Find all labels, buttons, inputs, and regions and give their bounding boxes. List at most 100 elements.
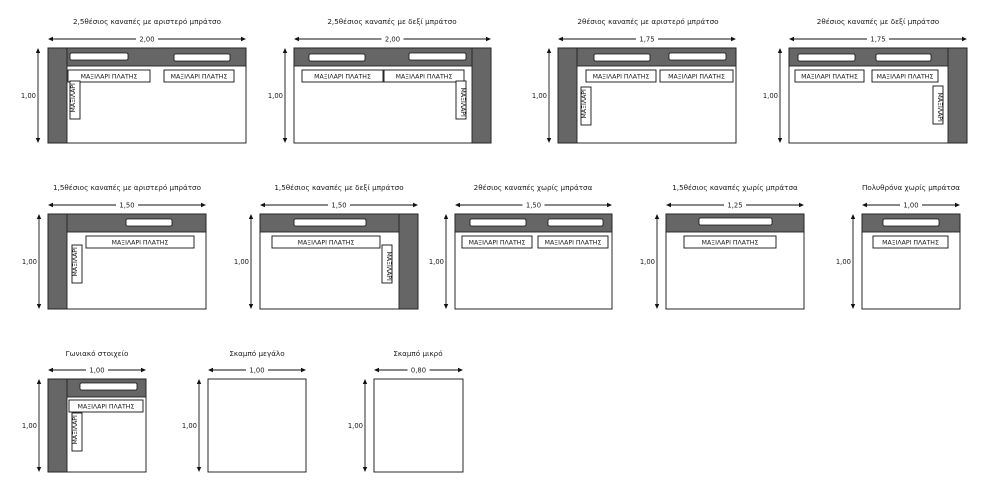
module-title: 2,5θέσιος καναπές με δεξί μπράτσο bbox=[327, 17, 456, 26]
back-cushion-label: ΜΑΞΙΛΑΡΙ ΠΛΑΤΗΣ bbox=[112, 239, 169, 246]
arrowhead bbox=[282, 48, 288, 53]
arrowhead bbox=[248, 304, 254, 309]
arrowhead bbox=[850, 304, 856, 309]
back-cushion-label: ΜΑΞΙΛΑΡΙ ΠΛΑΤΗΣ bbox=[702, 239, 759, 246]
label-background bbox=[867, 35, 889, 43]
back-cushion bbox=[301, 69, 384, 83]
arrowhead bbox=[362, 379, 368, 384]
arrowhead bbox=[260, 202, 265, 208]
module-title: 2θέσιος καναπές με αριστερό μπράτσο bbox=[577, 17, 718, 26]
module-p7: 2θέσιος καναπές χωρίς μπράτσα1,501,00ΜΑΞ… bbox=[429, 183, 613, 310]
arrowhead bbox=[141, 367, 146, 373]
side-cushion bbox=[580, 86, 592, 126]
width-label: 2,00 bbox=[385, 35, 400, 43]
module-p6: 1,5θέσιος καναπές με δεξί μπράτσο1,501,0… bbox=[234, 183, 419, 310]
arrowhead bbox=[36, 467, 42, 472]
back-cushion-label: ΜΑΞΙΛΑΡΙ ΠΛΑΤΗΣ bbox=[314, 73, 371, 80]
back-cushion bbox=[683, 235, 777, 249]
arrowhead bbox=[546, 48, 552, 53]
back-cushion bbox=[383, 69, 465, 83]
arrowhead bbox=[294, 36, 299, 42]
back-cushion bbox=[85, 235, 195, 249]
back-cushion bbox=[871, 69, 939, 83]
label-background bbox=[636, 35, 658, 43]
side-cushion bbox=[71, 412, 83, 452]
arrowhead bbox=[48, 367, 53, 373]
module-title: 2θέσιος καναπές χωρίς μπράτσα bbox=[474, 183, 593, 192]
backrest-bar bbox=[593, 53, 651, 62]
height-label: 1,00 bbox=[836, 258, 851, 266]
module-title: 2,5θέσιος καναπές με αριστερό μπράτσο bbox=[73, 17, 221, 26]
backrest-bar bbox=[797, 53, 856, 62]
arrowhead bbox=[850, 214, 856, 219]
arrowhead bbox=[248, 214, 254, 219]
label-background bbox=[407, 366, 430, 374]
back-cushion bbox=[872, 235, 949, 249]
backrest-bar bbox=[408, 52, 467, 61]
backrest-bar bbox=[469, 218, 527, 227]
module-p4: 2θέσιος καναπές με δεξί μπράτσο1,751,00Μ… bbox=[763, 17, 968, 144]
backrest-bar bbox=[668, 52, 727, 61]
arrowhead bbox=[362, 467, 368, 472]
backrest-bar bbox=[308, 53, 366, 62]
side-cushion bbox=[932, 85, 944, 125]
arrowhead bbox=[455, 202, 460, 208]
width-label: 1,25 bbox=[727, 201, 742, 209]
width-label: 2,00 bbox=[139, 35, 154, 43]
arrowhead bbox=[789, 36, 794, 42]
side-cushion-label: ΜΑΞΙΛΑΡΙ bbox=[936, 93, 943, 123]
side-cushion bbox=[71, 244, 83, 284]
back-cushion bbox=[271, 235, 381, 249]
width-label: 1,00 bbox=[89, 366, 104, 374]
backrest-bar bbox=[125, 218, 173, 227]
arrowhead bbox=[558, 36, 563, 42]
left-arm bbox=[47, 47, 68, 144]
back-cushion-label: ΜΑΞΙΛΑΡΙ ΠΛΑΤΗΣ bbox=[78, 403, 135, 410]
arrowhead bbox=[196, 379, 202, 384]
back-cushion-label: ΜΑΞΙΛΑΡΙ ΠΛΑΤΗΣ bbox=[469, 239, 526, 246]
back-cushion-label: ΜΑΞΙΛΑΡΙ ΠΛΑΤΗΣ bbox=[593, 73, 650, 80]
left-arm bbox=[47, 213, 68, 310]
module-title: Γωνιακό στοιχείο bbox=[66, 349, 129, 358]
left-arm bbox=[557, 47, 578, 144]
arrowhead bbox=[443, 214, 449, 219]
arrowhead bbox=[862, 202, 867, 208]
arrowhead bbox=[208, 367, 213, 373]
back-cushion-label: ΜΑΞΙΛΑΡΙ ΠΛΑΤΗΣ bbox=[298, 239, 355, 246]
side-cushion bbox=[381, 244, 393, 284]
side-cushion-label: ΜΑΞΙΛΑΡΙ bbox=[72, 247, 79, 277]
arrowhead bbox=[413, 202, 418, 208]
back-cushion-label: ΜΑΞΙΛΑΡΙ ΠΛΑΤΗΣ bbox=[396, 73, 453, 80]
backrest-bar bbox=[698, 217, 773, 226]
backrest-bar bbox=[69, 52, 129, 61]
arrowhead bbox=[48, 202, 53, 208]
label-background bbox=[328, 201, 350, 209]
arrowhead bbox=[654, 304, 660, 309]
height-label: 1,00 bbox=[640, 258, 655, 266]
back-cushion-label: ΜΑΞΙΛΑΡΙ ΠΛΑΤΗΣ bbox=[545, 239, 602, 246]
back-cushion bbox=[67, 69, 151, 83]
label-background bbox=[116, 201, 138, 209]
back-cushion-label: ΜΑΞΙΛΑΡΙ ΠΛΑΤΗΣ bbox=[801, 73, 858, 80]
width-label: 1,75 bbox=[639, 35, 654, 43]
label-background bbox=[724, 201, 746, 209]
arrowhead bbox=[962, 36, 967, 42]
arrowhead bbox=[777, 138, 783, 143]
height-label: 1,00 bbox=[268, 92, 283, 100]
arrowhead bbox=[458, 367, 463, 373]
arrowhead bbox=[36, 214, 42, 219]
width-label: 1,50 bbox=[331, 201, 346, 209]
module-title: Πολυθρόνα χωρίς μπράτσα bbox=[862, 183, 960, 192]
arrowhead bbox=[48, 36, 53, 42]
arrowhead bbox=[654, 214, 660, 219]
backrest-bar bbox=[882, 218, 940, 227]
height-label: 1,00 bbox=[22, 422, 37, 430]
arrowhead bbox=[546, 138, 552, 143]
arrowhead bbox=[36, 304, 42, 309]
arrowhead bbox=[374, 367, 379, 373]
arrowhead bbox=[486, 36, 491, 42]
right-arm bbox=[398, 213, 419, 310]
